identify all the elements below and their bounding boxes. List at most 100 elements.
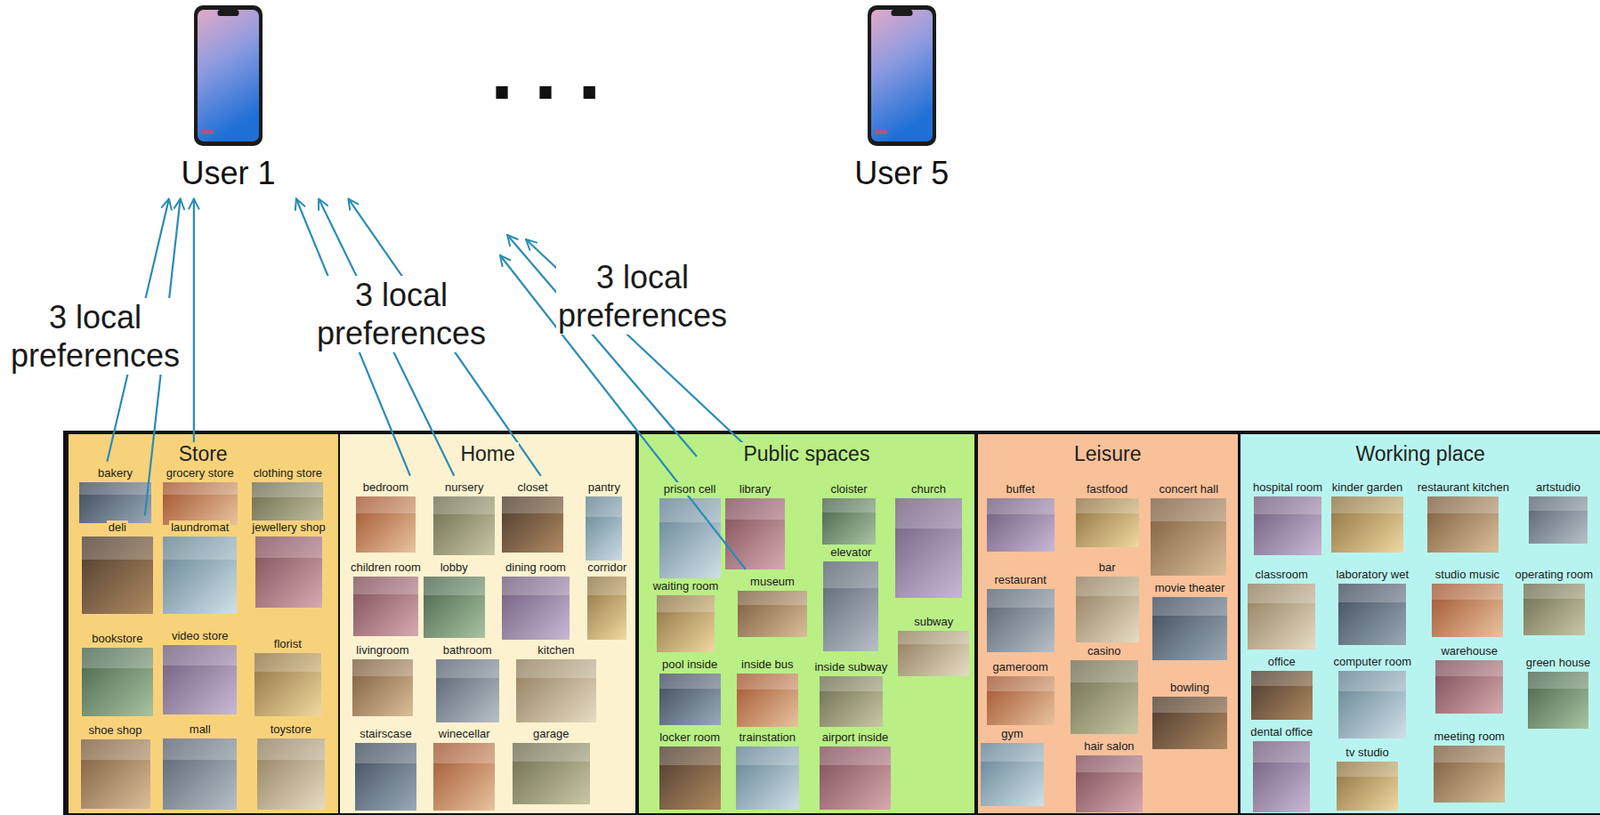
scene-label: church [909,482,948,496]
scene-thumbnail [1253,496,1322,557]
scene-item: restaurant kitchen [1414,478,1512,553]
scene-label: toystore [268,722,314,736]
scene-thumbnail [79,482,151,524]
scene-item: museum [737,573,808,638]
scene-item: concert hall [1150,480,1227,576]
scene-thumbnail [1251,670,1313,720]
scene-label: restaurant kitchen [1415,480,1512,494]
scene-label: children room [348,560,423,574]
phone-icons [0,0,1600,178]
category-title: Home [456,442,518,466]
scene-label: computer room [1332,654,1414,669]
scene-item: bowling [1152,678,1229,751]
scene-item: library [725,480,785,570]
scene-label: subway [912,614,955,629]
scene-thumbnail [1075,498,1140,548]
scene-label: deli [106,520,129,534]
scene-item: tv studio [1336,743,1398,811]
category-panel: Public spacesprison celllibrarycloisterc… [638,434,975,814]
scene-thumbnail [1523,583,1585,635]
scene-label: fastfood [1084,482,1130,496]
scene-item: bedroom [355,478,416,553]
category-panel: Storebakerygrocery storeclothing storede… [68,434,339,814]
preference-arrow [500,255,746,570]
scene-label: casino [1085,644,1124,658]
user-label: User 5 [852,154,951,192]
scene-thumbnail [1247,583,1316,649]
scene-label: winecellar [436,727,493,741]
scene-label: dining room [503,560,568,574]
scene-item: deli [81,518,154,615]
preference-label: 3 local preferences [315,275,488,353]
phone-body [867,5,937,146]
category-panel: Working placehospital roomkinder gardenr… [1240,434,1600,814]
scene-item: bar [1075,558,1140,642]
scene-item: dining room [501,558,570,640]
scene-thumbnail [980,743,1044,807]
scene-label: jewellery shop [250,520,327,534]
scene-item: dental office [1247,723,1316,813]
scene-label: office [1266,654,1298,669]
scene-label: cloister [828,482,869,496]
ellipsis-dots: ... [490,28,622,113]
scene-item: prison cell [659,480,721,578]
scene-item: corridor [584,558,630,640]
scene-label: laboratory wet [1333,567,1411,582]
scene-label: video store [169,629,231,643]
scene-item: computer room [1331,653,1415,739]
preference-arrow [193,198,195,461]
scene-item: closet [501,478,564,553]
scene-label: concert hall [1157,482,1221,496]
scene-label: kitchen [535,643,576,657]
phone-notch [218,9,240,17]
scene-thumbnail [1338,583,1407,646]
scene-label: clothing store [251,466,324,480]
scene-thumbnail [1331,496,1403,553]
scene-thumbnail [162,738,237,810]
scene-thumbnail [81,536,154,615]
scene-thumbnail [1070,660,1139,735]
scene-item: cloister [822,480,876,545]
scene-thumbnail [1527,671,1590,729]
scene-label: meeting room [1431,729,1506,744]
scene-label: dental office [1248,725,1315,739]
scene-thumbnail [1528,496,1589,544]
scene-thumbnail [433,743,495,811]
scene-thumbnail [1431,583,1504,638]
scene-item: nursery [433,478,495,557]
category-title: Store [175,442,232,466]
scene-item: bakery [79,464,151,524]
scene-label: inside bus [739,657,796,671]
scene-thumbnail [80,739,151,809]
scene-thumbnail [1427,496,1499,553]
scene-label: bowling [1168,680,1212,695]
scene-item: kitchen [516,641,596,723]
scene-item: elevator [823,543,879,652]
scene-item: restaurant [986,571,1055,653]
scene-thumbnail [823,561,879,652]
scene-item: casino [1070,642,1139,735]
scene-thumbnail [736,673,799,728]
scene-item: trainstation [735,728,800,810]
scene-label: restaurant [992,573,1049,587]
scene-item: gameroom [986,658,1055,726]
scene-label: prison cell [662,482,719,496]
scene-thumbnail [656,595,714,653]
scene-label: hair salon [1082,739,1136,753]
scene-item: artstudio [1528,478,1589,544]
scene-thumbnail [162,645,237,715]
scene-item: hair salon [1075,737,1144,813]
scene-thumbnail [433,496,495,557]
scene-label: operating room [1513,567,1595,582]
phone-clock [201,129,214,135]
scene-item: garage [512,725,590,805]
scene-label: tv studio [1343,745,1390,760]
scene-label: stairscase [357,727,414,741]
scene-item: children room [347,558,424,637]
scene-thumbnail [423,576,485,639]
scene-thumbnail [659,498,721,578]
phone-notch [891,9,914,17]
scene-label: florist [272,637,304,651]
scene-thumbnail [255,536,324,608]
scene-item: kinder garden [1329,478,1407,553]
